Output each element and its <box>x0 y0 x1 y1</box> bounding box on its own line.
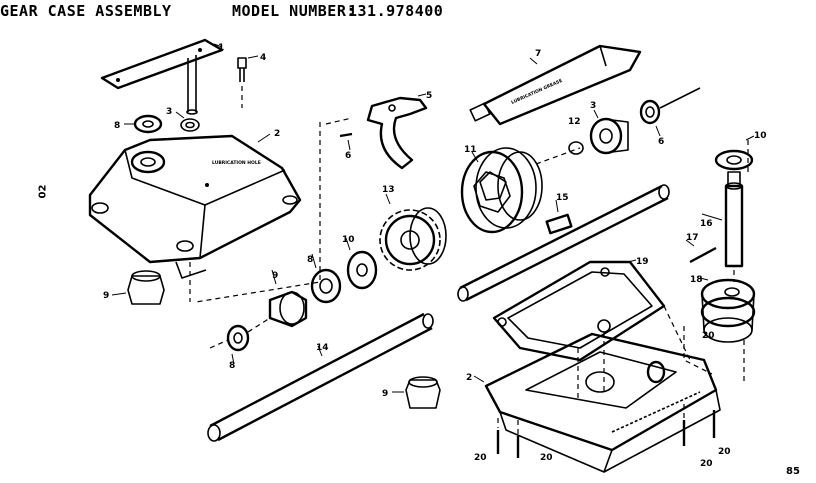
callout-3-right: 3 <box>590 101 596 111</box>
washer-part-top <box>124 111 200 134</box>
callout-6: 6 <box>345 151 351 161</box>
diagram-title: GEAR CASE ASSEMBLY <box>0 2 172 20</box>
screw-part <box>237 55 259 108</box>
callout-20-far-right: 20 <box>718 447 731 457</box>
lower-shaft-part <box>207 312 434 442</box>
callout-4: 4 <box>260 53 266 63</box>
model-number-value: 131.978400 <box>348 2 444 20</box>
callout-1: 1 <box>218 43 224 53</box>
shift-bracket-part <box>100 38 224 115</box>
assembly-guide-lines-right <box>577 270 745 398</box>
collar-and-clip-parts <box>535 87 701 165</box>
pulley-part <box>699 277 756 343</box>
callout-2-lower: 2 <box>466 373 472 383</box>
callout-11: 11 <box>464 145 477 155</box>
callout-3: 3 <box>166 107 172 117</box>
washer-stack-middle <box>268 237 378 328</box>
callout-7: 7 <box>535 49 541 59</box>
callout-8-top: 8 <box>114 121 120 131</box>
shift-fork-part <box>339 93 428 170</box>
washer-part-lower <box>209 317 271 365</box>
spur-gear-part <box>379 193 447 271</box>
axle-shaft-part <box>457 184 670 302</box>
bolt-parts <box>496 404 716 458</box>
callout-20-lower-right: 20 <box>700 459 713 469</box>
bushing-part-lower <box>392 376 441 409</box>
callout-12: 12 <box>568 117 581 127</box>
lubrication-hole-label: LUBRICATION HOLE <box>212 160 261 166</box>
bushing-part-left <box>111 270 165 305</box>
callout-5: 5 <box>426 91 432 101</box>
callout-17: 17 <box>686 233 699 243</box>
callout-9-lower: 9 <box>382 389 388 399</box>
callout-14: 14 <box>316 343 329 353</box>
idler-shaft-part <box>685 135 755 268</box>
callout-9-middle: 9 <box>272 271 278 281</box>
lower-gear-case-part <box>473 332 721 473</box>
callout-16: 16 <box>700 219 713 229</box>
callout-numbers: 1 4 3 8 2 9 6 5 7 3 12 11 6 10 13 15 16 … <box>103 43 767 469</box>
grease-tube-part: LUBRICATION GREASE <box>469 44 642 126</box>
upper-gear-case-part: LUBRICATION HOLE <box>88 133 302 279</box>
callout-10-middle: 10 <box>342 235 355 245</box>
callout-6-right: 6 <box>658 137 664 147</box>
drive-gear-part <box>460 147 543 234</box>
callout-2: 2 <box>274 129 280 139</box>
callout-15: 15 <box>556 193 569 203</box>
model-number-label: MODEL NUMBER: <box>232 2 356 20</box>
callout-8-lower: 8 <box>229 361 235 371</box>
callout-19: 19 <box>636 257 649 267</box>
callout-10-right: 10 <box>754 131 767 141</box>
callout-13: 13 <box>382 185 395 195</box>
callout-8-middle: 8 <box>307 255 313 265</box>
callout-9-left: 9 <box>103 291 109 301</box>
callout-18: 18 <box>690 275 703 285</box>
assembly-guide-lines-left <box>189 117 353 303</box>
page-reference: 85 <box>786 466 800 477</box>
callout-20-lower-left: 20 <box>474 453 487 463</box>
callout-20-lower-middle: 20 <box>540 453 553 463</box>
key-part <box>545 199 573 235</box>
callout-20-upper: 20 <box>702 331 715 341</box>
